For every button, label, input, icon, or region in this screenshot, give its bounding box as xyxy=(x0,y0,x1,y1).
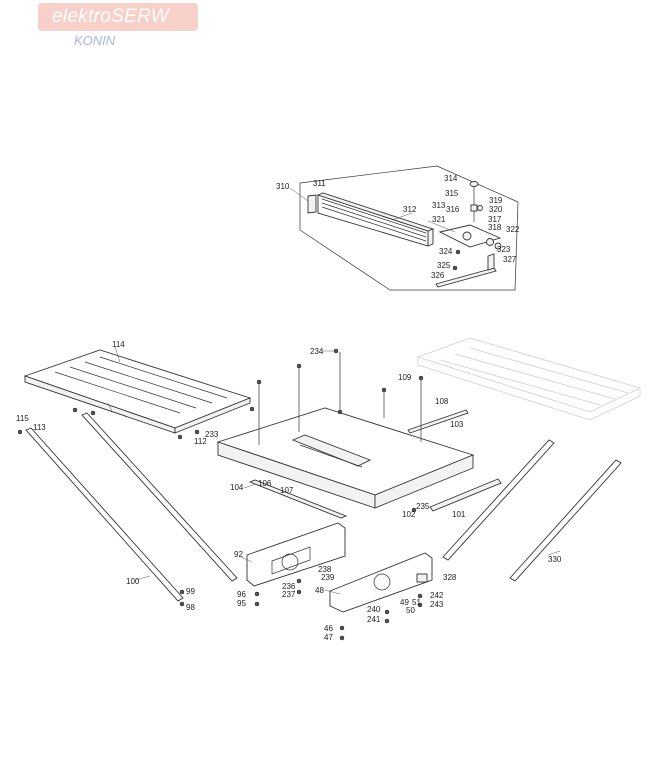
table-bolts xyxy=(256,348,424,445)
label-233: 233 xyxy=(205,430,219,439)
label-321: 321 xyxy=(432,215,446,224)
label-106: 106 xyxy=(258,479,272,488)
bracket-48 xyxy=(329,552,433,613)
label-50: 50 xyxy=(406,606,415,615)
label-313: 313 xyxy=(432,201,446,210)
main-table-side xyxy=(374,454,474,509)
clamp-cam xyxy=(462,231,472,241)
fence-lever xyxy=(470,204,478,212)
label-107: 107 xyxy=(280,486,294,495)
label-237: 237 xyxy=(282,590,296,599)
label-112: 112 xyxy=(194,437,207,446)
rip-fence-bar xyxy=(317,194,429,247)
watermark-logo-box xyxy=(38,3,198,31)
label-92: 92 xyxy=(234,550,243,559)
label-311: 311 xyxy=(313,179,326,188)
label-319: 319 xyxy=(489,196,503,205)
fence-guide-rail xyxy=(435,267,497,288)
leg-right-upper xyxy=(442,439,555,561)
label-104: 104 xyxy=(230,483,244,492)
label-51: 51 xyxy=(412,598,421,607)
side-rail-right xyxy=(429,478,502,512)
fence-knob xyxy=(469,181,479,187)
miter-guide-bar xyxy=(407,409,469,434)
label-113: 113 xyxy=(33,423,46,432)
label-99: 99 xyxy=(186,587,195,596)
label-234: 234 xyxy=(310,347,324,356)
leg-330 xyxy=(509,459,622,582)
label-242: 242 xyxy=(430,591,444,600)
label-103: 103 xyxy=(450,420,464,429)
label-102: 102 xyxy=(402,510,416,519)
label-109: 109 xyxy=(398,373,412,382)
leader-lines xyxy=(107,187,561,595)
fasteners xyxy=(17,429,423,641)
fence-screw xyxy=(477,205,483,211)
watermark-brand: elektroSERW xyxy=(52,6,169,27)
label-239: 239 xyxy=(321,573,335,582)
blade-slot-insert xyxy=(291,434,372,467)
part-number-labels: 310 311 312 313 314 315 316 317 318 319 … xyxy=(16,174,562,642)
clamp-nut xyxy=(494,242,502,250)
label-95: 95 xyxy=(237,599,246,608)
leg-113 xyxy=(25,427,184,602)
bracket-92 xyxy=(246,522,346,587)
label-322: 322 xyxy=(506,225,520,234)
watermark-city: KONIN xyxy=(74,33,116,48)
fence-inset-frame xyxy=(299,165,519,291)
label-310: 310 xyxy=(276,182,290,191)
label-318: 318 xyxy=(488,223,502,232)
label-114: 114 xyxy=(112,340,125,349)
label-320: 320 xyxy=(489,205,503,214)
label-312: 312 xyxy=(403,205,417,214)
label-314: 314 xyxy=(444,174,458,183)
label-241: 241 xyxy=(367,615,381,624)
label-325: 325 xyxy=(437,261,451,270)
label-330: 330 xyxy=(548,555,562,564)
label-98: 98 xyxy=(186,603,195,612)
side-rail-left xyxy=(248,479,348,519)
label-327: 327 xyxy=(503,255,517,264)
table-extension-side xyxy=(174,397,251,434)
label-240: 240 xyxy=(367,605,381,614)
label-48: 48 xyxy=(315,586,324,595)
label-46: 46 xyxy=(324,624,333,633)
label-328: 328 xyxy=(443,573,457,582)
label-49: 49 xyxy=(400,598,409,607)
label-238: 238 xyxy=(318,565,332,574)
clamp-washer xyxy=(486,238,494,246)
leg-100 xyxy=(81,412,238,582)
plate-328 xyxy=(416,573,428,583)
label-115: 115 xyxy=(16,414,29,423)
label-315: 315 xyxy=(445,189,459,198)
label-326: 326 xyxy=(431,271,445,280)
rip-fence-end xyxy=(427,228,434,247)
label-235: 235 xyxy=(416,502,430,511)
label-101: 101 xyxy=(452,510,466,519)
fence-rail-bracket xyxy=(487,253,495,271)
label-100: 100 xyxy=(126,577,140,586)
label-47: 47 xyxy=(324,633,333,642)
label-317: 317 xyxy=(488,215,502,224)
label-316: 316 xyxy=(446,205,460,214)
fence-end-cap xyxy=(307,194,317,214)
label-323: 323 xyxy=(497,245,511,254)
label-236: 236 xyxy=(282,582,296,591)
label-108: 108 xyxy=(435,397,449,406)
label-324: 324 xyxy=(439,247,453,256)
label-96: 96 xyxy=(237,590,246,599)
label-243: 243 xyxy=(430,600,444,609)
